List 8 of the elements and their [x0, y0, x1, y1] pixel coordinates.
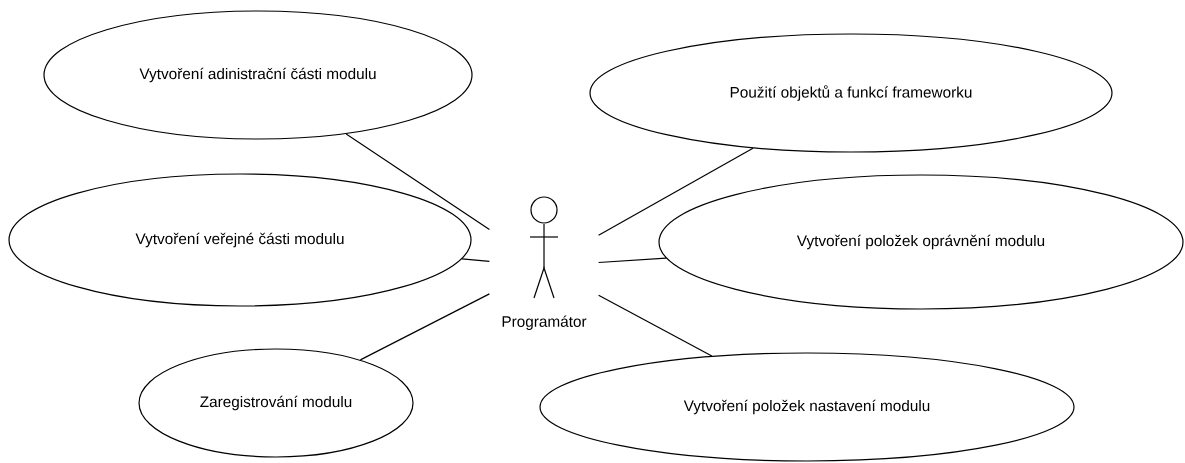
association-line	[598, 257, 667, 264]
association-line	[598, 147, 754, 236]
association-line	[345, 133, 490, 231]
association-line	[598, 294, 713, 357]
actor-figure: Programátor	[502, 196, 587, 330]
node-label: Programátor	[502, 315, 587, 330]
association-line	[359, 293, 490, 361]
association-line	[461, 258, 490, 262]
